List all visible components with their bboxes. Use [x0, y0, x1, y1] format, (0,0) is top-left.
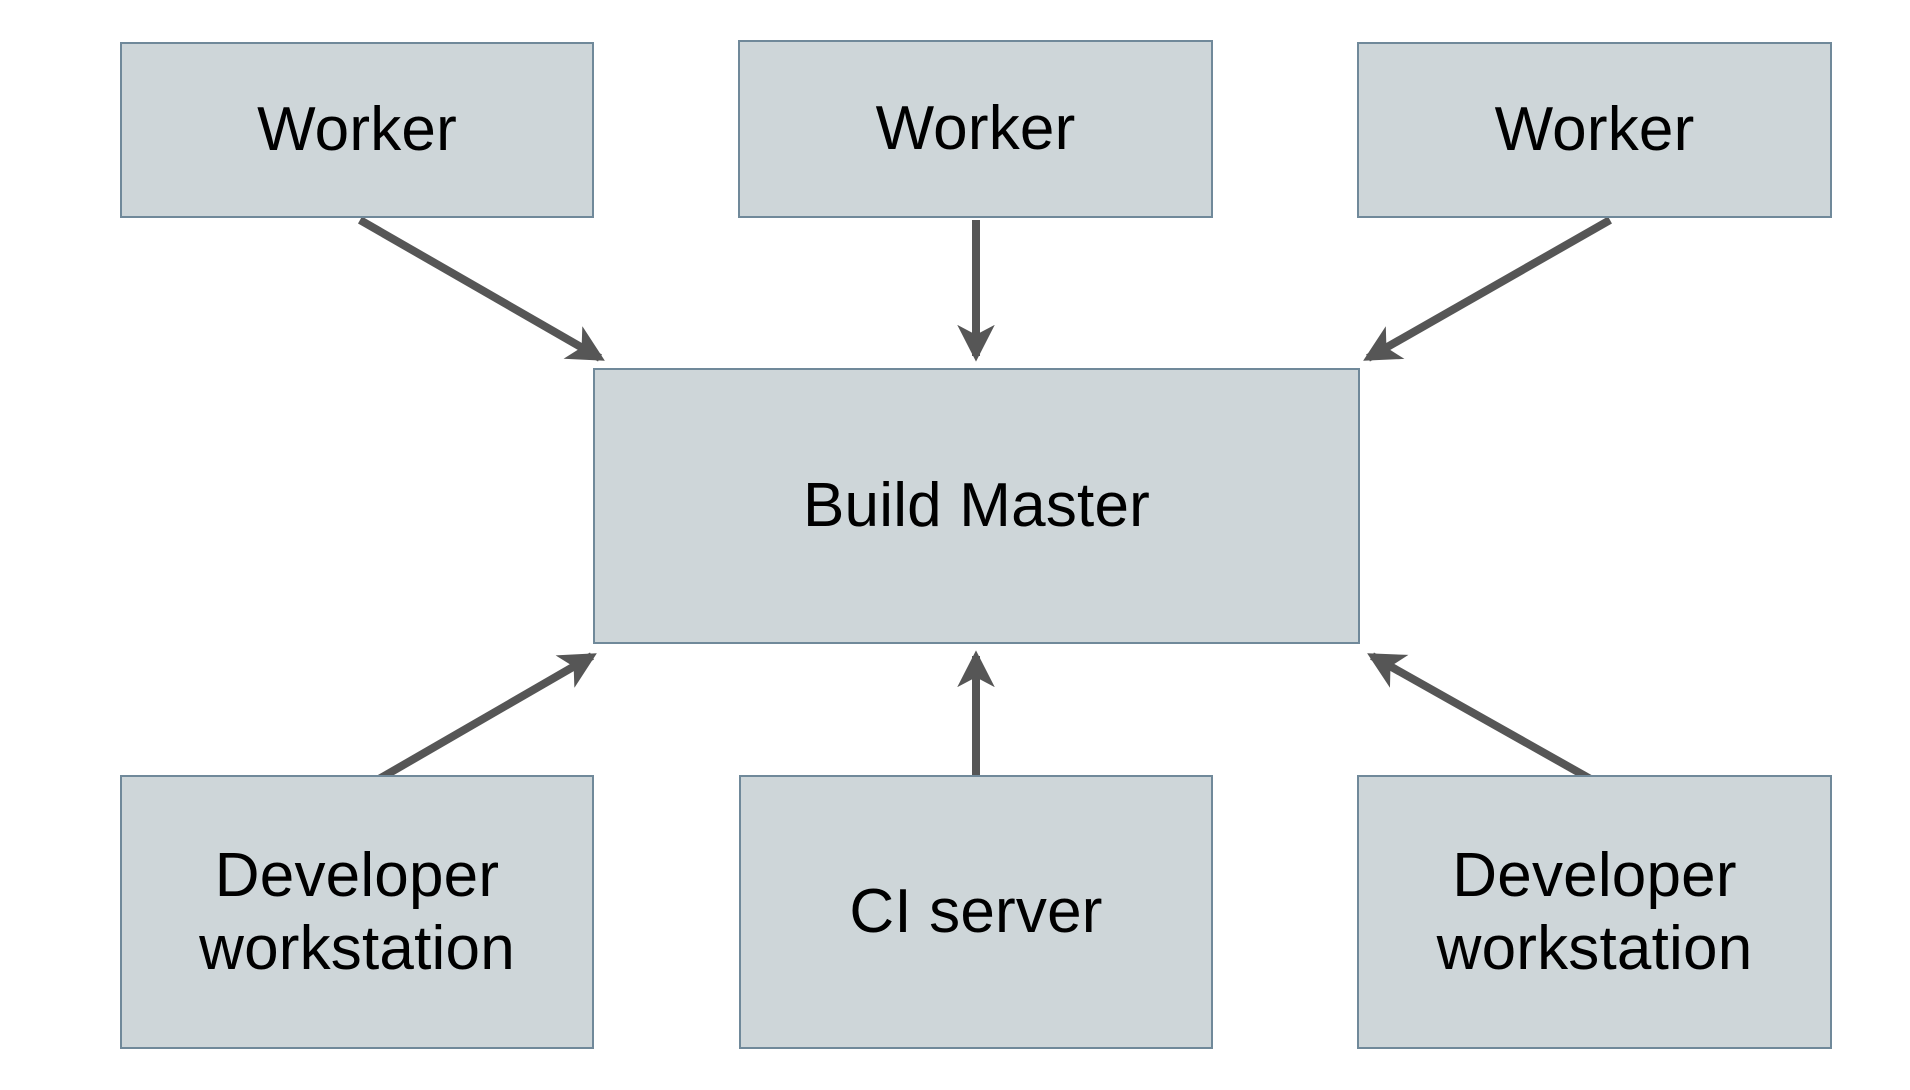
node-worker-3[interactable]: Worker — [1357, 42, 1832, 218]
node-worker-2[interactable]: Worker — [738, 40, 1213, 218]
node-worker-1[interactable]: Worker — [120, 42, 594, 218]
node-developer-workstation-right[interactable]: Developer workstation — [1357, 775, 1832, 1049]
edge-devright-to-master — [1367, 652, 1612, 794]
node-developer-workstation-right-label: Developer workstation — [1436, 840, 1753, 983]
node-worker-1-label: Worker — [257, 95, 457, 165]
edge-worker1-to-master — [358, 216, 605, 362]
node-worker-3-label: Worker — [1494, 95, 1695, 165]
node-developer-workstation-left[interactable]: Developer workstation — [120, 775, 594, 1049]
edge-devleft-to-master — [357, 652, 597, 794]
edge-worker3-to-master — [1363, 216, 1612, 362]
node-worker-2-label: Worker — [875, 94, 1076, 164]
node-ci-server[interactable]: CI server — [739, 775, 1213, 1049]
node-build-master-label: Build Master — [803, 471, 1150, 541]
node-ci-server-label: CI server — [849, 877, 1103, 947]
node-developer-workstation-left-label: Developer workstation — [199, 840, 515, 983]
node-build-master[interactable]: Build Master — [593, 368, 1360, 644]
